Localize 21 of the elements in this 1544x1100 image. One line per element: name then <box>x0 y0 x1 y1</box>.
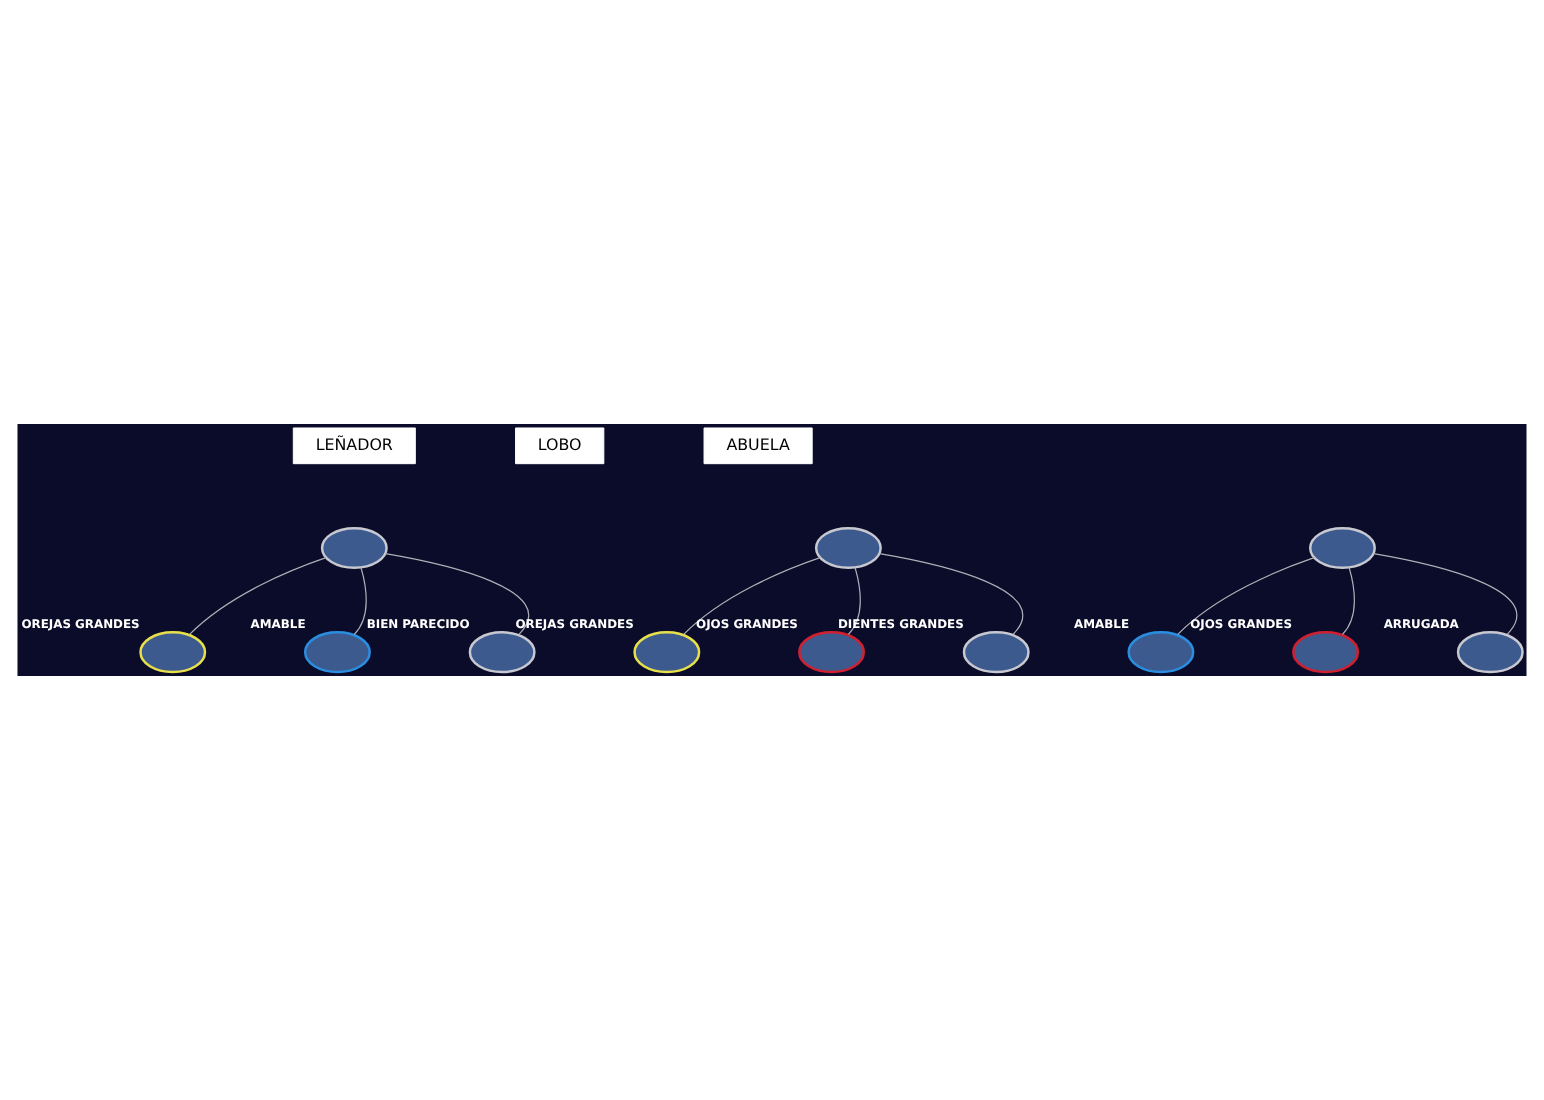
connector <box>189 557 327 635</box>
node-circle <box>1127 631 1195 674</box>
node-circle <box>1309 526 1376 570</box>
connector <box>1341 566 1355 635</box>
connector <box>384 553 530 635</box>
node-circle <box>1292 631 1360 674</box>
node-circle <box>303 631 371 674</box>
node-circle <box>633 631 701 674</box>
node-circle <box>320 526 388 570</box>
node-circle <box>1456 631 1524 674</box>
connector <box>1373 553 1518 635</box>
connector <box>878 553 1024 635</box>
node-circle <box>814 526 882 570</box>
node-circle <box>798 631 865 674</box>
node-circle <box>468 631 536 674</box>
connector <box>847 566 861 635</box>
connector <box>683 557 821 635</box>
connector <box>353 566 367 635</box>
connector <box>1177 557 1315 635</box>
node-circle <box>962 631 1030 674</box>
node-circle <box>139 631 207 674</box>
